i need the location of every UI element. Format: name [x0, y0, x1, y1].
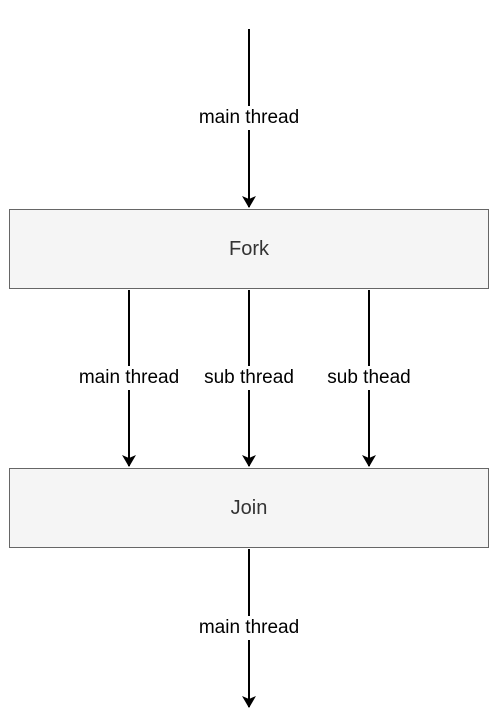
edge-label-outgoing: main thread — [197, 616, 301, 640]
edge-label-branch-sub-2: sub thead — [326, 366, 412, 390]
edge-label-incoming: main thread — [197, 106, 301, 130]
fork-node: Fork — [9, 209, 489, 289]
edge-label-branch-sub-1: sub thread — [203, 366, 295, 390]
join-node: Join — [9, 468, 489, 548]
join-node-label: Join — [230, 496, 268, 519]
edge-label-branch-main: main thread — [77, 366, 181, 390]
fork-node-label: Fork — [229, 237, 269, 260]
